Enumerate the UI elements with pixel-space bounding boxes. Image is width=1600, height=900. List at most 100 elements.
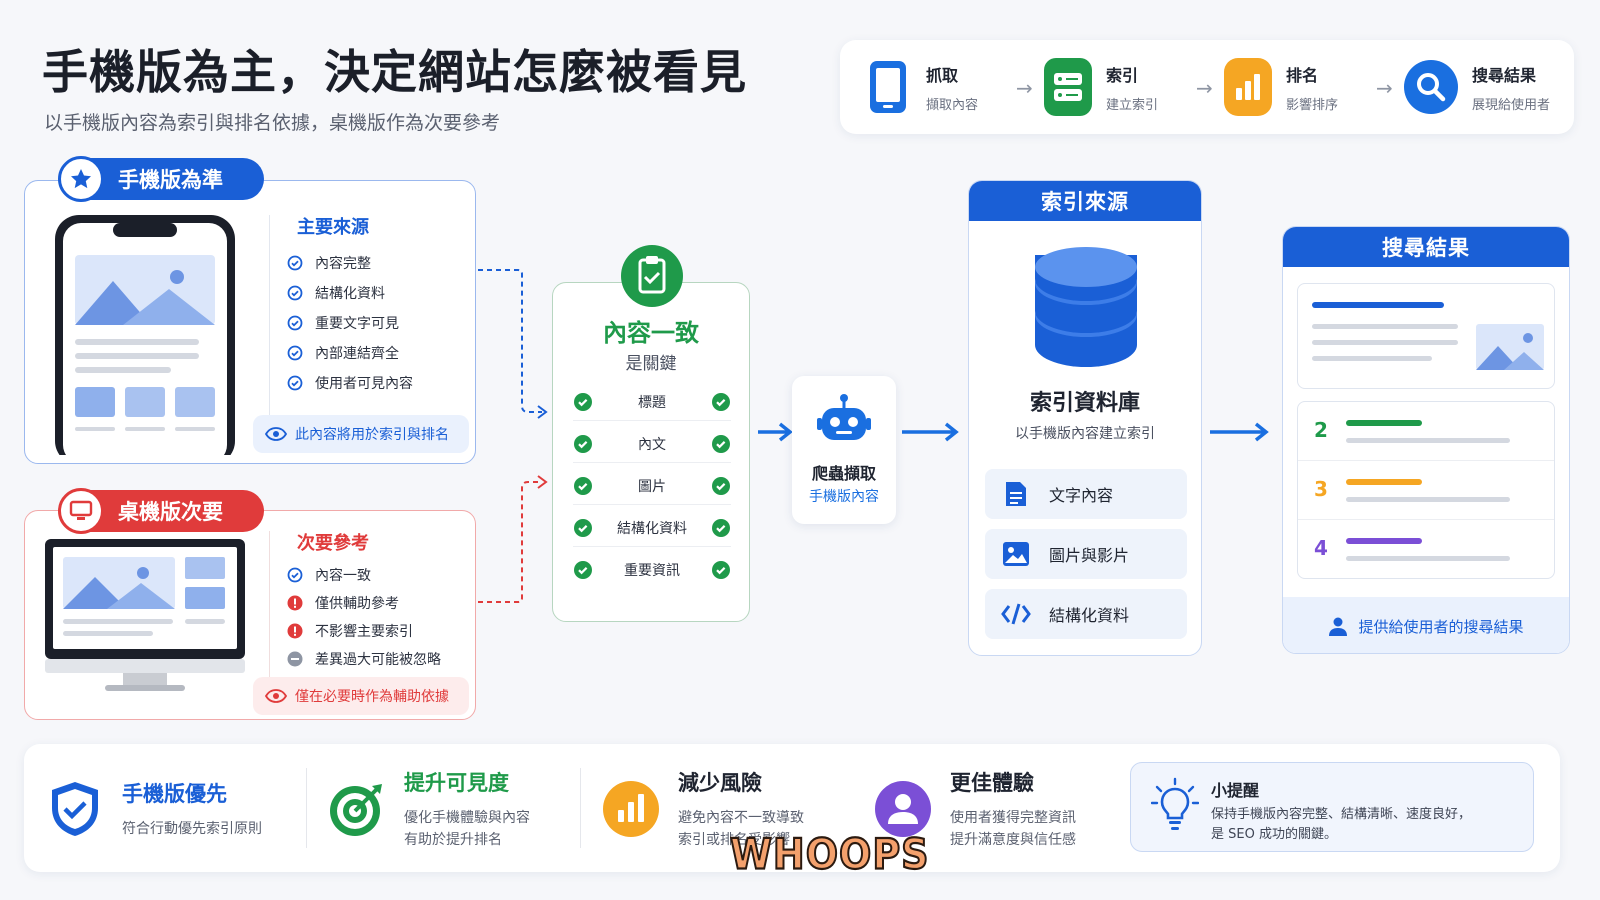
connector-lines bbox=[478, 269, 548, 603]
pipeline-step-sub: 建立索引 bbox=[1106, 97, 1159, 113]
bar-chart-icon bbox=[1224, 58, 1272, 116]
benefit-desc: 優化手機體驗與內容有助於提升排名 bbox=[404, 810, 530, 848]
list-item: 內部連結齊全 bbox=[287, 343, 399, 363]
desktop-badge: 桌機版次要 bbox=[58, 488, 264, 534]
tip-text: 保持手機版內容完整、結構清晰、速度良好， 是 SEO 成功的關鍵。 bbox=[1211, 807, 1472, 842]
benefit-title: 提升可見度 bbox=[404, 771, 509, 795]
bar-chart-icon bbox=[602, 780, 660, 838]
results-header: 搜尋結果 bbox=[1283, 227, 1569, 267]
document-icon bbox=[1001, 479, 1031, 509]
arrow-right-icon bbox=[1210, 422, 1269, 442]
check-circle-icon bbox=[712, 434, 730, 453]
index-row-text: 文字內容 bbox=[985, 469, 1187, 519]
database-icon bbox=[1033, 245, 1139, 375]
check-circle-icon bbox=[287, 345, 303, 361]
monitor-icon bbox=[58, 488, 104, 534]
check-circle-icon bbox=[574, 392, 592, 411]
result-list-card: 2 3 4 bbox=[1297, 401, 1555, 579]
consistency-subtitle: 是關鍵 bbox=[625, 354, 677, 374]
benefit-mobile-first: 手機版優先符合行動優先索引原則 bbox=[46, 764, 262, 854]
list-item-label: 內容一致 bbox=[315, 568, 371, 584]
consistency-title: 內容一致 bbox=[603, 319, 699, 347]
pipeline-step-sub: 擷取內容 bbox=[926, 97, 979, 113]
index-row-media: 圖片與影片 bbox=[985, 529, 1187, 579]
benefit-experience: 更佳體驗使用者獲得完整資訊提升滿意度與信任感 bbox=[874, 764, 1076, 854]
arrow-right-icon bbox=[758, 422, 793, 442]
code-icon bbox=[1001, 599, 1031, 629]
check-circle-icon bbox=[287, 567, 303, 583]
result-top-card bbox=[1297, 283, 1555, 389]
check-circle-icon bbox=[574, 476, 592, 495]
search-icon bbox=[1404, 60, 1458, 114]
check-circle-icon bbox=[712, 518, 730, 537]
result-rank: 4 bbox=[1314, 536, 1328, 560]
pipeline-step-sub: 影響排序 bbox=[1286, 97, 1339, 113]
user-icon bbox=[874, 780, 932, 838]
list-item: 使用者可見內容 bbox=[287, 373, 413, 393]
pipeline-step-index: 索引 建立索引 bbox=[1044, 56, 1158, 118]
check-circle-icon bbox=[287, 255, 303, 271]
minus-circle-icon bbox=[287, 651, 303, 667]
desktop-note: 僅在必要時作為輔助依據 bbox=[253, 677, 469, 715]
eye-icon bbox=[265, 427, 287, 441]
arrow-right-icon: → bbox=[1016, 76, 1033, 100]
list-item-label: 不影響主要索引 bbox=[315, 624, 413, 640]
tip-title: 小提醒 bbox=[1211, 781, 1260, 800]
pipeline-step-results: 搜尋結果 展現給使用者 bbox=[1404, 56, 1550, 118]
results-footer-text: 提供給使用者的搜尋結果 bbox=[1358, 617, 1524, 636]
pipeline-step-crawl: 抓取 擷取內容 bbox=[864, 56, 978, 118]
mobile-note: 此內容將用於索引與排名 bbox=[253, 415, 469, 453]
results-panel: 搜尋結果 2 3 4 提供給使用者的搜尋結果 bbox=[1282, 226, 1570, 654]
pipeline-step-title: 索引 bbox=[1106, 65, 1139, 85]
pipeline-step-title: 搜尋結果 bbox=[1472, 65, 1537, 85]
result-rank: 2 bbox=[1314, 418, 1328, 442]
watermark-text: WHOOPS bbox=[729, 829, 930, 880]
clipboard-check-icon bbox=[620, 244, 684, 308]
monitor-illustration-icon bbox=[43, 537, 247, 697]
server-icon bbox=[1044, 58, 1092, 116]
pipeline-step-rank: 排名 影響排序 bbox=[1224, 56, 1338, 118]
index-row-label: 文字內容 bbox=[1049, 486, 1114, 505]
benefit-title: 手機版優先 bbox=[122, 782, 227, 806]
page-subtitle: 以手機版內容為索引與排名依據，桌機版作為次要參考 bbox=[44, 112, 501, 134]
index-row-label: 圖片與影片 bbox=[1049, 546, 1130, 565]
check-circle-icon bbox=[712, 561, 730, 579]
mobile-panel: 主要來源 內容完整 結構化資料 重要文字可見 內部連結齊全 使用者可見內容 此內… bbox=[24, 180, 476, 464]
crawler-title: 爬蟲擷取 bbox=[811, 464, 876, 483]
index-row-label: 結構化資料 bbox=[1049, 606, 1130, 625]
result-row: 3 bbox=[1298, 461, 1554, 520]
benefit-desc: 避免內容不一致導致索引或排名受影響 bbox=[678, 810, 804, 848]
phone-icon bbox=[864, 58, 912, 116]
result-row: 2 bbox=[1298, 402, 1554, 461]
alert-circle-icon bbox=[287, 595, 303, 611]
benefit-desc: 符合行動優先索引原則 bbox=[122, 821, 262, 837]
arrow-right-icon: → bbox=[1376, 76, 1393, 100]
consistency-row-label: 內文 bbox=[638, 436, 666, 453]
consistency-row-label: 標題 bbox=[638, 394, 666, 411]
consistency-row: 結構化資料 bbox=[573, 509, 731, 547]
benefit-desc: 使用者獲得完整資訊提升滿意度與信任感 bbox=[950, 810, 1076, 848]
check-circle-icon bbox=[574, 434, 592, 453]
crawler-sub: 手機版內容 bbox=[809, 489, 879, 505]
list-item: 結構化資料 bbox=[287, 283, 385, 303]
list-item: 內容一致 bbox=[287, 565, 371, 585]
tip-box: 小提醒 保持手機版內容完整、結構清晰、速度良好， 是 SEO 成功的關鍵。 bbox=[1130, 762, 1534, 852]
page-title: 手機版為主，決定網站怎麼被看見 bbox=[42, 45, 747, 99]
results-footer: 提供給使用者的搜尋結果 bbox=[1283, 597, 1569, 653]
list-item-label: 內部連結齊全 bbox=[315, 346, 399, 362]
list-item: 不影響主要索引 bbox=[287, 621, 413, 641]
pipeline-card: 抓取 擷取內容 → 索引 建立索引 → 排名 影響排序 → 搜尋結果 展現給使用… bbox=[840, 40, 1574, 134]
list-item: 重要文字可見 bbox=[287, 313, 399, 333]
user-icon bbox=[1329, 617, 1348, 636]
consistency-row: 圖片 bbox=[573, 467, 731, 505]
pipeline-step-title: 抓取 bbox=[926, 65, 959, 85]
list-item-label: 內容完整 bbox=[315, 256, 371, 272]
benefit-visibility: 提升可見度優化手機體驗與內容有助於提升排名 bbox=[328, 764, 530, 854]
list-item-label: 差異過大可能被忽略 bbox=[315, 652, 441, 668]
arrow-right-icon bbox=[902, 422, 959, 442]
index-sub: 以手機版內容建立索引 bbox=[1015, 426, 1155, 442]
shield-check-icon bbox=[46, 780, 104, 838]
lightbulb-icon bbox=[1151, 777, 1199, 833]
consistency-row: 重要資訊 bbox=[573, 551, 731, 589]
result-rank: 3 bbox=[1314, 477, 1328, 501]
